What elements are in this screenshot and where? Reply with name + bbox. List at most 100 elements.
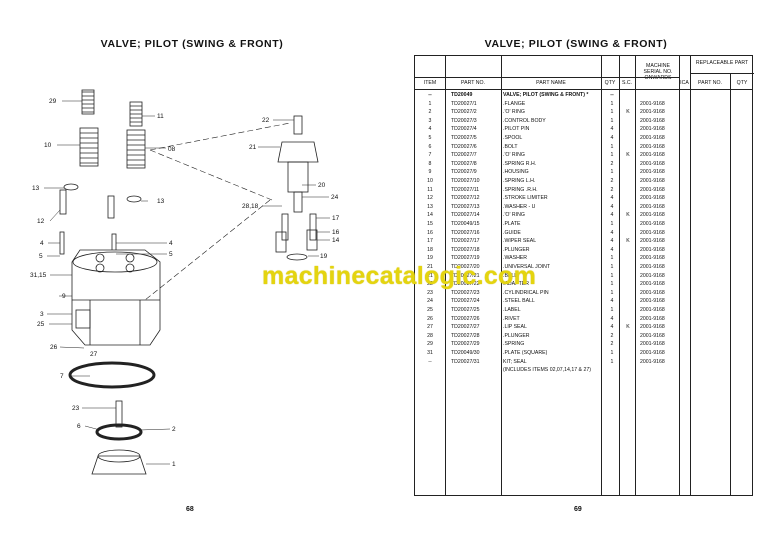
cell-part-name: (INCLUDES ITEMS 02,07,14,17 & 27): [503, 367, 591, 374]
header-item: ITEM: [423, 80, 437, 86]
cell-part-name: .CONTROL BODY: [503, 117, 546, 124]
cell-serial: 2001-9168: [640, 246, 665, 253]
cell-part-no: TD20027/14: [451, 212, 480, 219]
cell-item: 15: [427, 221, 433, 227]
cell-serial: 2001-9168: [640, 238, 665, 245]
cell-serial: 2001-9168: [640, 160, 665, 167]
parts-table: ITEM PART NO. PART NAME QTY S.C. MACHINE…: [414, 55, 754, 496]
col-divider: [690, 56, 691, 495]
callout-23: 23: [72, 405, 80, 412]
callout-2: 2: [172, 426, 176, 433]
cell-part-name: .'O' RING: [503, 212, 525, 219]
cell-part-name: KIT; SEAL: [503, 358, 527, 365]
cell-sc: K: [626, 152, 630, 159]
col-divider: [445, 56, 446, 495]
cell-serial: 2001-9168: [640, 100, 665, 107]
cell-qty: 4: [610, 229, 614, 236]
cell-qty: 1: [610, 358, 614, 365]
cell-serial: 2001-9168: [640, 281, 665, 288]
cell-qty: 2: [610, 332, 614, 339]
callout-21: 21: [249, 144, 257, 151]
cell-part-name: .GUIDE: [503, 229, 521, 236]
cell-item: 11: [427, 186, 433, 193]
cell-serial: 2001-9168: [640, 315, 665, 322]
cell-qty: 1: [610, 307, 614, 313]
cell-serial: 2001-9168: [640, 341, 665, 348]
cell-qty: 1: [610, 255, 614, 262]
cell-item: 12: [427, 195, 433, 202]
cell-part-name: .BELL: [503, 272, 518, 279]
cell-item: 2: [428, 109, 432, 116]
cell-qty: 2: [610, 186, 614, 193]
cell-sc: K: [626, 109, 630, 116]
cell-part-no: TD20027/19: [451, 255, 480, 262]
left-page-title: VALVE; PILOT (SWING & FRONT): [100, 38, 284, 50]
cell-part-no: TD20027/27: [451, 324, 480, 331]
cell-item: 19: [427, 255, 433, 262]
cell-serial: 2001-9168: [640, 255, 665, 262]
cell-part-name: .PLATE: [503, 221, 521, 227]
cell-part-no: TD20027/10: [451, 178, 480, 184]
cell-part-no: TD20027/3: [451, 117, 477, 124]
right-page: VALVE; PILOT (SWING & FRONT) ITEM PART N…: [384, 0, 768, 543]
cell-qty: 1: [610, 289, 614, 296]
cell-part-name: .PILOT PIN: [503, 126, 530, 133]
col-divider: [619, 56, 620, 495]
cell-part-name: .LIP SEAL: [503, 324, 527, 331]
cell-part-name: .STROKE LIMITER: [503, 195, 548, 202]
cell-part-no: TD20027/5: [451, 135, 477, 141]
cell-serial: 2001-9168: [640, 307, 665, 313]
cell-serial: 2001-9168: [640, 272, 665, 279]
cell-item: 25: [427, 307, 433, 313]
cell-part-name: .WASHER - U: [503, 203, 536, 210]
cell-item: 28: [427, 332, 433, 339]
cell-part-no: TD20027/22: [451, 281, 480, 288]
cell-serial: 2001-9168: [640, 117, 665, 124]
spring-11: [129, 101, 143, 127]
cell-serial: 2001-9168: [640, 358, 665, 365]
col-divider: [679, 56, 680, 495]
cell-part-no: TD20027/16: [451, 229, 480, 236]
cell-serial: 2001-9168: [640, 212, 665, 219]
cell-serial: 2001-9168: [640, 324, 665, 331]
cell-serial: 2001-9168: [640, 350, 665, 356]
callout-5a: 5: [39, 253, 43, 260]
left-page: VALVE; PILOT (SWING & FRONT): [30, 38, 340, 513]
callout-17: 17: [332, 215, 340, 222]
cell-part-name: .SPRING .R.H.: [503, 186, 538, 193]
cell-item: 10: [427, 178, 433, 184]
cell-qty: 1: [610, 152, 614, 159]
cell-part-name: .'O' RING: [503, 109, 525, 116]
callout-20: 20: [318, 182, 326, 189]
cell-serial: 2001-9168: [640, 289, 665, 296]
cell-part-no: TD20027/18: [451, 246, 480, 253]
right-page-title: VALVE; PILOT (SWING & FRONT): [484, 38, 668, 50]
cell-part-no: TD20027/6: [451, 143, 477, 150]
cell-part-name: .BOLT: [503, 143, 518, 150]
cell-part-name: .RIVET: [503, 315, 520, 322]
cell-serial: 2001-9168: [640, 135, 665, 141]
cell-item: 14: [427, 212, 433, 219]
callout-28-18: 28,18: [242, 203, 259, 210]
cell-item: 6: [428, 143, 432, 150]
cell-qty: 1: [610, 221, 614, 227]
cell-sc: K: [626, 238, 630, 245]
cell-part-name: .'O' RING: [503, 152, 525, 159]
left-page-number: 68: [186, 506, 194, 513]
cell-qty: 1: [610, 100, 614, 107]
cell-part-name: .UNIVERSAL JOINT: [503, 264, 551, 270]
callout-1: 1: [172, 461, 176, 468]
cell-part-no: TD20027/9: [451, 169, 477, 176]
